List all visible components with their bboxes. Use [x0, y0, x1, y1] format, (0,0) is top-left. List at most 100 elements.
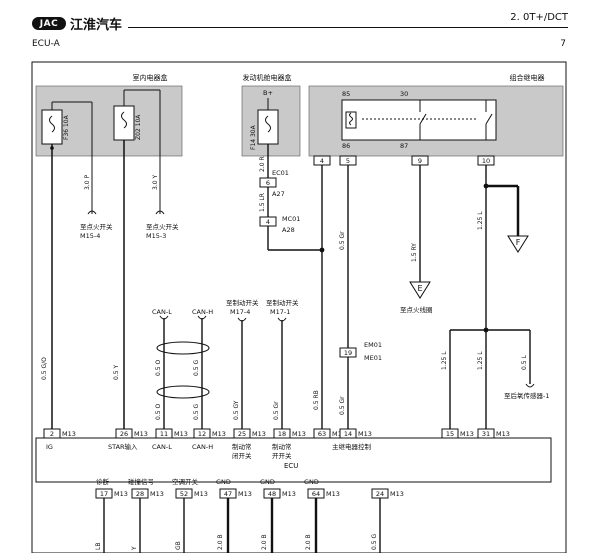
ecu-pin-48-connector: M13 — [282, 490, 296, 498]
ecu-pin-2-connector: M13 — [62, 430, 76, 438]
relay-pin-4-label: 4 — [320, 157, 324, 165]
relay-coil-icon — [349, 112, 353, 126]
ecu-pin-52-connector: M13 — [194, 490, 208, 498]
wire-label-lr: 1.5 LR — [259, 193, 266, 212]
twisted-pair-2 — [156, 385, 210, 399]
ecu-pin-15-number: 15 — [446, 430, 454, 438]
ecu-label-diag: 诊断 — [96, 477, 110, 486]
wire-label-gy: 0.5 GY — [233, 400, 240, 420]
wire-label-l-15: 1.25 L — [441, 351, 448, 370]
ecu-pin-64-number: 64 — [312, 490, 320, 498]
ecu-pin-12-number: 12 — [198, 430, 206, 438]
fuse-z02-label: Z02 10A — [135, 114, 142, 140]
brand-logo: JAC 江淮汽车 — [32, 14, 122, 33]
relay-t87: 87 — [400, 142, 408, 150]
conn-ec01: EC01 — [272, 169, 289, 177]
diagram-frame — [31, 61, 567, 553]
ecu-pin-17-number: 17 — [100, 490, 108, 498]
wire-label-l: 1.25 L — [477, 211, 484, 230]
fuse-f36-icon — [49, 115, 55, 133]
offpage-f: F — [516, 238, 521, 247]
wire-label-3p: 3.0 P — [84, 175, 91, 190]
page-number: 7 — [560, 39, 566, 49]
ecu-pin-14-box — [339, 428, 357, 439]
dest-o2: 至后氧传感器-1 — [504, 391, 549, 400]
dest-can-l: CAN-L — [152, 308, 172, 316]
ecu-pin-47-number: 47 — [224, 490, 232, 498]
relay-coil — [345, 111, 357, 129]
dest-brake2-line2: M17-1 — [270, 308, 290, 316]
wire-label-gnd-2: 2.0 B — [261, 534, 268, 550]
ecu-label-gnd-1: GND — [216, 478, 231, 486]
wire-label-g-2: 0.5 G — [193, 404, 200, 420]
header-rule — [128, 27, 568, 28]
ecu-pin-15-connector: M13 — [460, 430, 474, 438]
relay-t85: 85 — [342, 90, 350, 98]
ecu-pin-11-box — [155, 428, 173, 439]
wire-label-y: 0.5 Y — [113, 365, 120, 380]
wire-label-rb: 0.5 RB — [313, 390, 320, 410]
ecu-pin-28-connector: M13 — [150, 490, 164, 498]
ecu-pin-25-connector: M13 — [252, 430, 266, 438]
conn-6-pin: 6 — [266, 179, 270, 187]
system-label: ECU-A — [32, 39, 60, 49]
brand-badge: JAC — [32, 17, 66, 30]
dest-ign-coil: 至点火线圈 — [400, 305, 433, 314]
wire-label-gnd-3: 2.0 B — [305, 534, 312, 550]
wire-label-gnd-1: 2.0 B — [217, 534, 224, 550]
wire-label-gr-2: 0.5 Gr — [339, 396, 346, 415]
ecu-label-ac: 空调开关 — [172, 477, 199, 486]
ecu-pin-47-connector: M13 — [238, 490, 252, 498]
ecu-pin-31-connector: M13 — [496, 430, 510, 438]
ecu-label-ig: IG — [46, 443, 53, 451]
ecu-pin-17-connector: M13 — [114, 490, 128, 498]
ecu-pin-15-box — [441, 428, 459, 439]
ecu-label-canh: CAN-H — [192, 443, 213, 451]
relay-box-label: 组合继电器 — [510, 73, 545, 82]
offpage-e: E — [417, 284, 422, 293]
ecu-pin-25-number: 25 — [238, 430, 246, 438]
ecu-pin-63-number: 63 — [318, 430, 326, 438]
dest-m15-4-line2: M15-4 — [80, 232, 100, 240]
connector-o2-icon — [525, 383, 535, 388]
splice-ig — [50, 146, 54, 150]
ecu-pin-24-connector: M13 — [390, 490, 404, 498]
dest-m15-3-line2: M15-3 — [146, 232, 166, 240]
relay-pin-9-label: 9 — [418, 157, 422, 165]
ecu-pin-63-connector: M13 — [332, 430, 346, 438]
ecu-pin-28-number: 28 — [136, 490, 144, 498]
indoor-box-label: 室内电器盒 — [133, 73, 168, 82]
fuse-f14-icon — [265, 115, 271, 133]
ecu-pin-64-connector: M13 — [326, 490, 340, 498]
ecu-pin-2-box — [43, 428, 61, 439]
ecu-pin-11-number: 11 — [160, 430, 168, 438]
wire-label-2r: 2.0 R — [259, 156, 266, 172]
ecu-pin-26-connector: M13 — [134, 430, 148, 438]
fuse-z02-icon — [121, 111, 127, 129]
wire-label-gr-brake: 0.5 Gr — [273, 401, 280, 420]
wire-label-gr: 0.5 Gr — [339, 231, 346, 250]
dest-m15-3-line1: 至点火开关 — [146, 222, 179, 231]
ecu-pin-18-box — [273, 428, 291, 439]
ecu-label-star: STAR输入 — [108, 442, 138, 451]
ecu-pin-31-number: 31 — [482, 430, 490, 438]
engine-box-label: 发动机舱电器盒 — [243, 73, 292, 82]
dest-brake2-line1: 至制动开关 — [266, 298, 299, 307]
offpage-e-triangle — [409, 281, 431, 299]
ecu-pin-11-connector: M13 — [174, 430, 188, 438]
wire-label-ry: 1.5 RY — [411, 243, 418, 262]
ecu-label-crash: 碰撞信号 — [128, 477, 155, 486]
ecu-label-brake-nc-1: 制动常 — [232, 442, 252, 451]
ecu-pin-14-number: 14 — [344, 430, 352, 438]
wire-label-go: 0.5 G/O — [41, 357, 48, 380]
wire-label-3y: 3.0 Y — [152, 175, 159, 190]
ecu-label-relay-ctrl: 主继电器控制 — [332, 442, 372, 451]
dest-can-h: CAN-H — [192, 308, 213, 316]
relay-t86: 86 — [342, 142, 350, 150]
conn-a27: A27 — [272, 190, 285, 198]
relay-t30: 30 — [400, 90, 408, 98]
ecu-pin-12-box — [193, 428, 211, 439]
ecu-label-canl: CAN-L — [152, 443, 172, 451]
